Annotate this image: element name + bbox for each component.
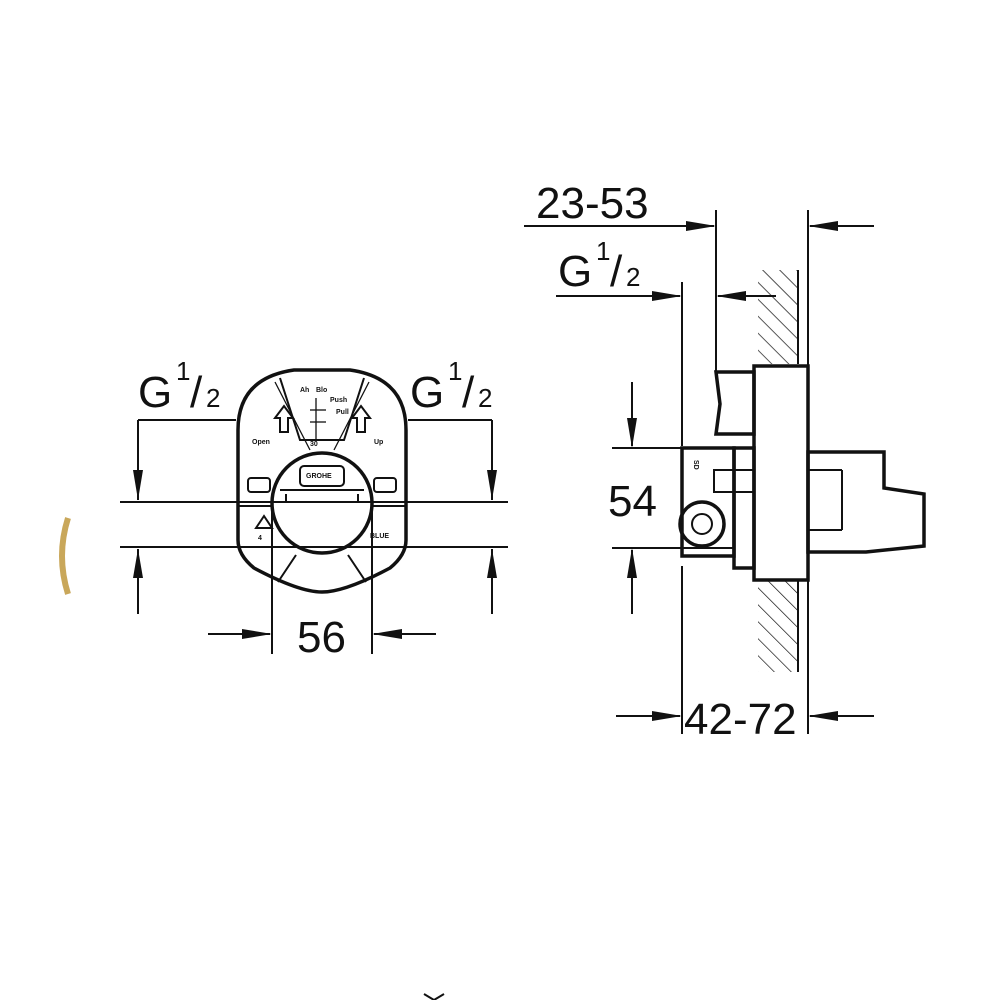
svg-text:2: 2 <box>478 383 492 413</box>
svg-text:G: G <box>138 368 172 417</box>
svg-text:Ah: Ah <box>300 387 309 394</box>
svg-text:/: / <box>190 368 203 417</box>
height-label: 54 <box>608 477 657 526</box>
side-thread-label: G 1 / 2 <box>558 236 640 296</box>
front-view: Ah Blo Push Pull 30 Open Up GROHE <box>120 368 508 654</box>
svg-text:SD: SD <box>692 460 699 470</box>
side-spindle <box>806 450 926 554</box>
svg-text:/: / <box>462 368 475 417</box>
svg-text:2: 2 <box>206 383 220 413</box>
side-pipe-inner <box>691 513 713 535</box>
side-top-block <box>714 370 756 436</box>
front-left-tab <box>247 477 271 493</box>
right-thread-label: G 1 / 2 <box>410 356 492 417</box>
side-view: SD <box>524 210 926 734</box>
recycle-icon: 4 <box>254 514 274 542</box>
wall-hatch-top <box>758 270 798 364</box>
svg-text:BLUE: BLUE <box>370 533 389 540</box>
front-width-label: 56 <box>297 613 346 662</box>
svg-text:G: G <box>410 368 444 417</box>
svg-text:Open: Open <box>252 439 270 446</box>
left-edge-accent <box>59 517 71 595</box>
svg-text:GROHE: GROHE <box>306 473 332 480</box>
depth-range-bottom-label: 42-72 <box>684 695 797 744</box>
side-rear-housing <box>732 446 756 570</box>
svg-text:1: 1 <box>596 236 610 266</box>
wall-hatch-bottom <box>758 580 798 672</box>
svg-text:30: 30 <box>310 441 318 448</box>
bottom-chevron-icon <box>423 993 445 1000</box>
front-body-outline <box>236 368 408 594</box>
front-right-tab <box>373 477 397 493</box>
side-pipe-outer <box>678 500 726 548</box>
svg-text:1: 1 <box>448 356 462 386</box>
svg-text:Blo: Blo <box>316 387 327 394</box>
side-mounting-plate <box>752 364 810 582</box>
front-wedge-labels: Ah Blo Push Pull 30 <box>300 387 349 448</box>
svg-text:/: / <box>610 247 623 296</box>
svg-text:Up: Up <box>374 439 383 446</box>
depth-range-top-label: 23-53 <box>536 179 649 228</box>
svg-text:2: 2 <box>626 262 640 292</box>
svg-text:Push: Push <box>330 397 347 404</box>
up-arrow-icon: Up <box>350 404 383 446</box>
svg-text:Pull: Pull <box>336 409 349 416</box>
front-logo-plate <box>299 465 345 487</box>
open-arrow-icon: Open <box>252 404 295 446</box>
left-thread-label: G 1 / 2 <box>138 356 220 417</box>
front-upper-wedge <box>279 377 365 441</box>
svg-text:4: 4 <box>258 535 262 542</box>
svg-text:G: G <box>558 247 592 296</box>
svg-text:1: 1 <box>176 356 190 386</box>
